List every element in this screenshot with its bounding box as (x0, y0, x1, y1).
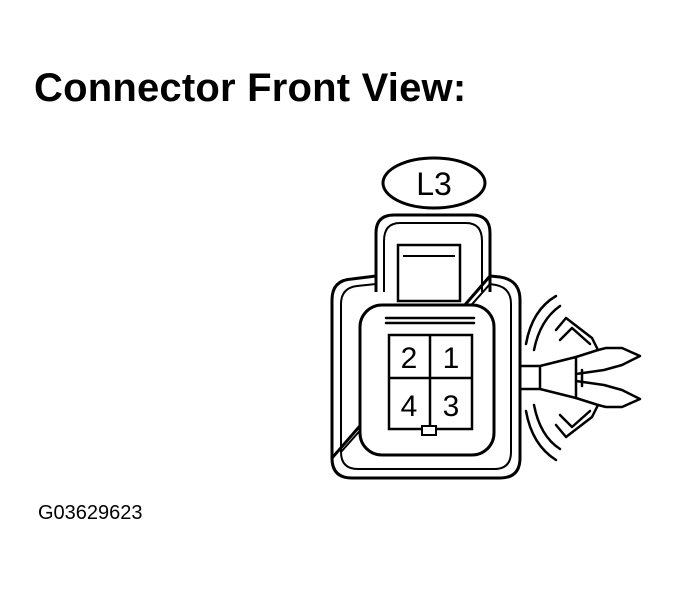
pin-number-3: 3 (443, 390, 460, 423)
pin-number-1: 1 (443, 342, 460, 375)
latch-hood (374, 213, 492, 303)
mounting-clip (518, 294, 642, 462)
pin-number-4: 4 (401, 390, 418, 423)
connector-tag-outline (381, 156, 487, 210)
page-title: Connector Front View: (34, 66, 467, 110)
connector-tag-label: L3 (416, 166, 452, 202)
connector-tag: L3 (381, 156, 487, 210)
keyway-notch (421, 425, 437, 436)
terminal-grid (387, 333, 474, 436)
figure-code: G03629623 (38, 502, 143, 524)
pin-number-2: 2 (401, 342, 418, 375)
